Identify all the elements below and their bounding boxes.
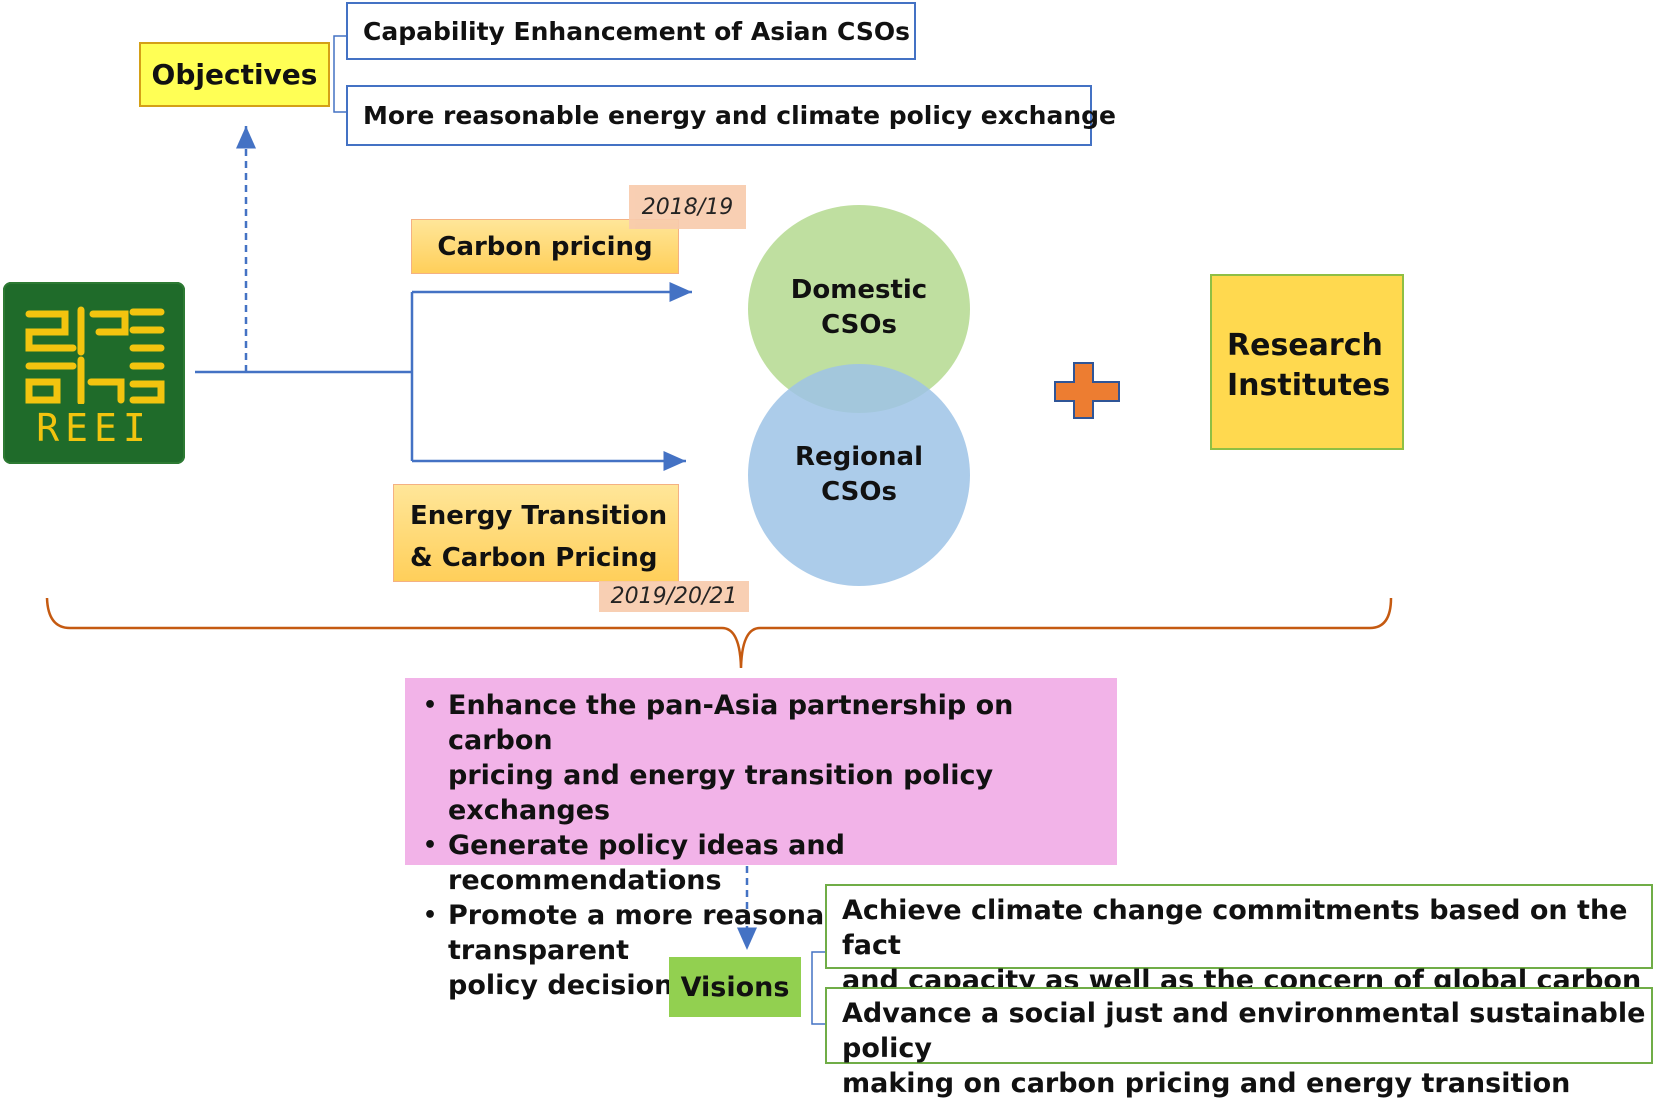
objectives-bracket xyxy=(333,35,346,113)
outcomes-box: Enhance the pan-Asia partnership on carb… xyxy=(405,678,1117,1001)
vision-line: Achieve climate change commitments based… xyxy=(842,895,1628,961)
circle-label-line: Regional xyxy=(794,442,923,472)
domestic-csos-label: Domestic CSOs xyxy=(748,273,970,343)
research-institutes-box: Research Institutes xyxy=(1210,274,1404,450)
circle-label-line: CSOs xyxy=(821,477,897,507)
phase-label-line: & Carbon Pricing xyxy=(410,543,658,573)
year-tag: 2019/20/21 xyxy=(599,581,749,612)
outcomes-list: Enhance the pan-Asia partnership on carb… xyxy=(417,688,1107,1003)
bullet-line: Generate policy ideas and recommendation… xyxy=(448,830,845,896)
regional-csos-circle xyxy=(748,364,970,586)
list-item: Enhance the pan-Asia partnership on carb… xyxy=(417,688,1107,828)
phase-carbon-pricing: Carbon pricing xyxy=(411,219,679,274)
circle-label-line: Domestic xyxy=(790,275,928,305)
objective-box: More reasonable energy and climate polic… xyxy=(346,85,1116,146)
phase-energy-transition: Energy Transition & Carbon Pricing xyxy=(393,484,679,582)
year-tag: 2018/19 xyxy=(629,185,746,229)
circle-label-line: CSOs xyxy=(821,310,897,340)
plus-icon xyxy=(1054,362,1120,419)
visions-label: Visions xyxy=(669,957,801,1017)
logo-glyph-icon xyxy=(25,306,165,404)
reei-logo: REEI xyxy=(3,282,185,464)
grouping-brace xyxy=(45,597,1393,669)
research-label-line: Research xyxy=(1227,328,1383,363)
research-label-line: Institutes xyxy=(1227,368,1391,403)
phase-label-line: Energy Transition xyxy=(410,501,668,531)
vision-box: Achieve climate change commitments based… xyxy=(825,884,1653,1031)
objective-box: Capability Enhancement of Asian CSOs xyxy=(346,2,916,60)
bullet-line: Enhance the pan-Asia partnership on carb… xyxy=(448,690,1014,756)
vision-line: Advance a social just and environmental … xyxy=(842,998,1646,1064)
list-item: Generate policy ideas and recommendation… xyxy=(417,828,1107,898)
objectives-label: Objectives xyxy=(139,42,330,107)
regional-csos-label: Regional CSOs xyxy=(748,440,970,510)
bullet-line: pricing and energy transition policy exc… xyxy=(448,760,994,826)
logo-text: REEI xyxy=(36,406,152,450)
vision-box: Advance a social just and environmental … xyxy=(825,987,1653,1099)
